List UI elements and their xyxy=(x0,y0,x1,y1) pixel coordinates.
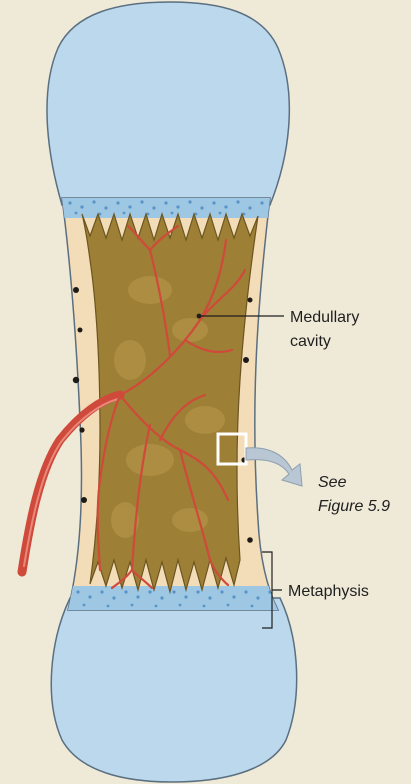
see-label-line2: Figure 5.9 xyxy=(318,498,390,515)
metaphysis-label: Metaphysis xyxy=(288,583,369,600)
medullary-label-line1: Medullary xyxy=(290,309,359,326)
upper-growth-plate xyxy=(55,196,285,218)
medullary-label-line2: cavity xyxy=(290,333,331,350)
upper-cartilage xyxy=(47,2,289,205)
lower-cartilage xyxy=(51,598,296,782)
lower-growth-plate xyxy=(55,586,295,612)
see-label-line1: See xyxy=(318,474,347,491)
